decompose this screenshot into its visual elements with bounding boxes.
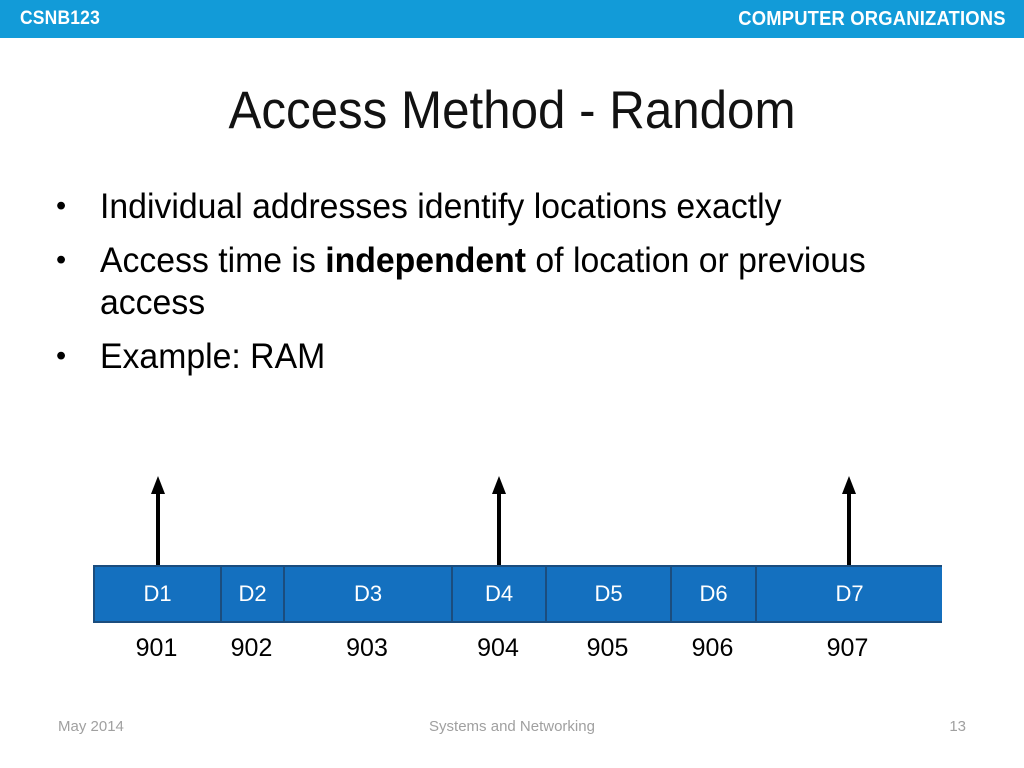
slide-footer: May 2014 Systems and Networking 13 bbox=[0, 718, 1024, 746]
memory-address-label-904: 904 bbox=[477, 633, 519, 662]
course-title-label: COMPUTER ORGANIZATIONS bbox=[738, 7, 1006, 30]
list-item-text-suffix: of location or previous access bbox=[100, 241, 866, 322]
list-item: • Access time is independent of location… bbox=[56, 240, 966, 323]
memory-cell-strip: D1 D2 D3 D4 D5 D6 D7 bbox=[93, 565, 942, 623]
list-item-text-bold: independent bbox=[325, 241, 527, 281]
footer-page-number: 13 bbox=[949, 718, 966, 735]
memory-cell-label: D6 bbox=[699, 581, 728, 606]
memory-cell-d3: D3 bbox=[285, 567, 453, 621]
bullet-point-icon: • bbox=[56, 339, 67, 372]
memory-address-label-907: 907 bbox=[826, 633, 869, 662]
memory-cell-d4: D4 bbox=[453, 567, 547, 621]
access-arrow-d1 bbox=[149, 475, 167, 575]
access-arrow-d7 bbox=[840, 475, 858, 575]
memory-cell-d1: D1 bbox=[95, 567, 222, 621]
memory-address-row: 901 902 903 904 905 906 907 bbox=[93, 630, 942, 666]
list-item-text: Example: RAM bbox=[100, 336, 936, 377]
access-arrow-layer bbox=[0, 470, 1024, 575]
memory-cell-label: D7 bbox=[835, 581, 864, 606]
memory-cell-label: D1 bbox=[143, 581, 172, 606]
memory-cell-label: D4 bbox=[484, 581, 514, 606]
memory-address-label-902: 902 bbox=[230, 633, 273, 662]
memory-address-label-901: 901 bbox=[135, 633, 178, 662]
bullet-list: • Individual addresses identify location… bbox=[56, 186, 966, 390]
memory-address-label-905: 905 bbox=[586, 633, 629, 662]
memory-cell-d6: D6 bbox=[672, 567, 757, 621]
memory-address-label-906: 906 bbox=[691, 633, 734, 662]
footer-date: May 2014 bbox=[58, 718, 124, 735]
list-item: • Individual addresses identify location… bbox=[56, 186, 966, 227]
memory-cell-label: D3 bbox=[353, 581, 383, 606]
list-item-text-prefix: Individual addresses identify locations … bbox=[100, 187, 782, 226]
list-item-text: Access time is independent of location o… bbox=[100, 240, 936, 323]
footer-subject: Systems and Networking bbox=[429, 718, 595, 735]
list-item-text: Individual addresses identify locations … bbox=[100, 186, 936, 227]
random-access-memory-diagram: D1 D2 D3 D4 D5 D6 D7 901 902 903 904 905 906 907 bbox=[0, 470, 1024, 680]
page-title: Access Method - Random bbox=[228, 81, 796, 140]
course-code-label: CSNB123 bbox=[20, 8, 100, 29]
bullet-point-icon: • bbox=[56, 244, 67, 277]
memory-cell-d7: D7 bbox=[757, 567, 942, 621]
memory-cell-d5: D5 bbox=[547, 567, 672, 621]
memory-cell-d2: D2 bbox=[222, 567, 285, 621]
list-item-text-prefix: Access time is bbox=[100, 241, 326, 281]
list-item: • Example: RAM bbox=[56, 336, 966, 377]
memory-address-label-903: 903 bbox=[346, 633, 388, 662]
slide-header-bar: CSNB123 COMPUTER ORGANIZATIONS bbox=[0, 0, 1024, 38]
list-item-text-prefix: Example: RAM bbox=[100, 336, 326, 376]
memory-cell-label: D2 bbox=[238, 581, 267, 606]
access-arrow-d4 bbox=[490, 475, 508, 575]
bullet-point-icon: • bbox=[56, 190, 67, 222]
memory-cell-label: D5 bbox=[594, 581, 623, 606]
